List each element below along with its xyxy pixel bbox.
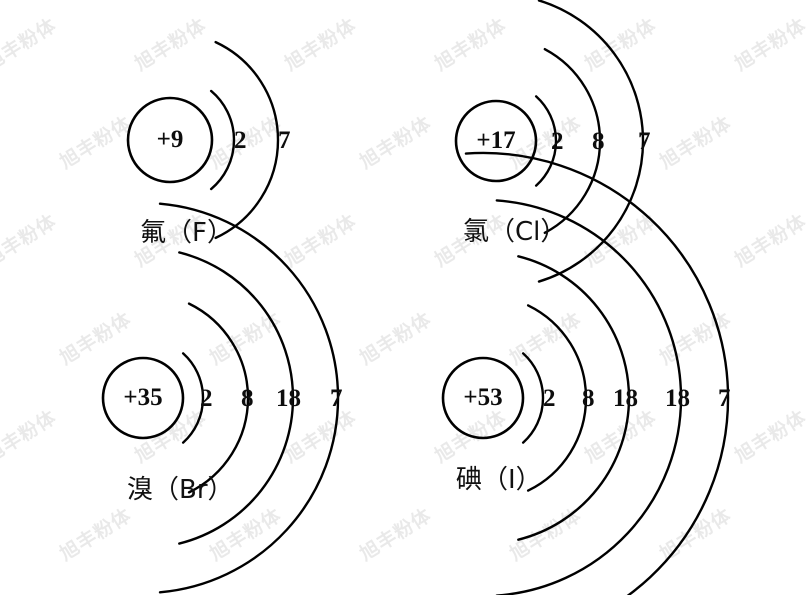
shell-electron-count-bromine-4: 7 xyxy=(330,385,343,412)
electron-shell-arc-iodine-3 xyxy=(517,255,631,541)
electron-shell-arc-bromine-3 xyxy=(178,251,295,545)
electron-shell-arc-bromine-2 xyxy=(187,302,250,494)
electron-shell-arc-bromine-1 xyxy=(181,352,205,444)
shell-electron-count-iodine-4: 18 xyxy=(665,385,690,412)
electron-shell-arc-iodine-1 xyxy=(521,352,545,444)
element-label-iodine: 碘（I） xyxy=(456,465,542,495)
element-label-bromine: 溴（Br） xyxy=(127,475,234,505)
nucleus-circle-fluorine xyxy=(126,96,214,184)
shell-electron-count-iodine-2: 8 xyxy=(582,385,595,412)
nucleus-circle-chlorine xyxy=(454,99,538,183)
nucleus-charge-iodine: +53 xyxy=(463,384,503,411)
nucleus-charge-chlorine: +17 xyxy=(476,127,516,154)
shell-electron-count-iodine-3: 18 xyxy=(613,385,638,412)
shell-electron-count-fluorine-1: 2 xyxy=(234,127,247,154)
shell-electron-count-bromine-1: 2 xyxy=(200,385,213,412)
electron-shell-arc-iodine-2 xyxy=(526,304,588,492)
element-label-chlorine: 氯（Cl） xyxy=(463,217,567,247)
shell-electron-count-iodine-1: 2 xyxy=(543,385,556,412)
shell-electron-count-chlorine-1: 2 xyxy=(551,128,564,155)
element-label-fluorine: 氟（F） xyxy=(140,218,233,248)
shell-electron-count-chlorine-2: 8 xyxy=(592,128,605,155)
electron-shell-arc-chlorine-1 xyxy=(534,95,558,187)
shell-electron-count-bromine-3: 18 xyxy=(276,385,301,412)
shell-electron-count-chlorine-3: 7 xyxy=(638,128,651,155)
electron-shell-arc-chlorine-3 xyxy=(537,0,645,283)
electron-shell-arc-iodine-4 xyxy=(495,199,683,595)
electron-shell-arc-chlorine-2 xyxy=(543,47,602,235)
shell-electron-count-iodine-5: 7 xyxy=(718,385,731,412)
nucleus-circle-iodine xyxy=(441,356,525,440)
electron-shell-arc-bromine-4 xyxy=(158,202,340,594)
nucleus-circle-bromine xyxy=(101,356,185,440)
shell-electron-count-fluorine-2: 7 xyxy=(278,127,291,154)
electron-shell-arc-iodine-5 xyxy=(464,151,730,595)
nucleus-charge-fluorine: +9 xyxy=(156,126,184,153)
nucleus-charge-bromine: +35 xyxy=(123,384,163,411)
electron-shell-arc-fluorine-2 xyxy=(214,40,280,240)
shell-electron-count-bromine-2: 8 xyxy=(241,385,254,412)
electron-shell-arc-fluorine-1 xyxy=(209,89,236,191)
